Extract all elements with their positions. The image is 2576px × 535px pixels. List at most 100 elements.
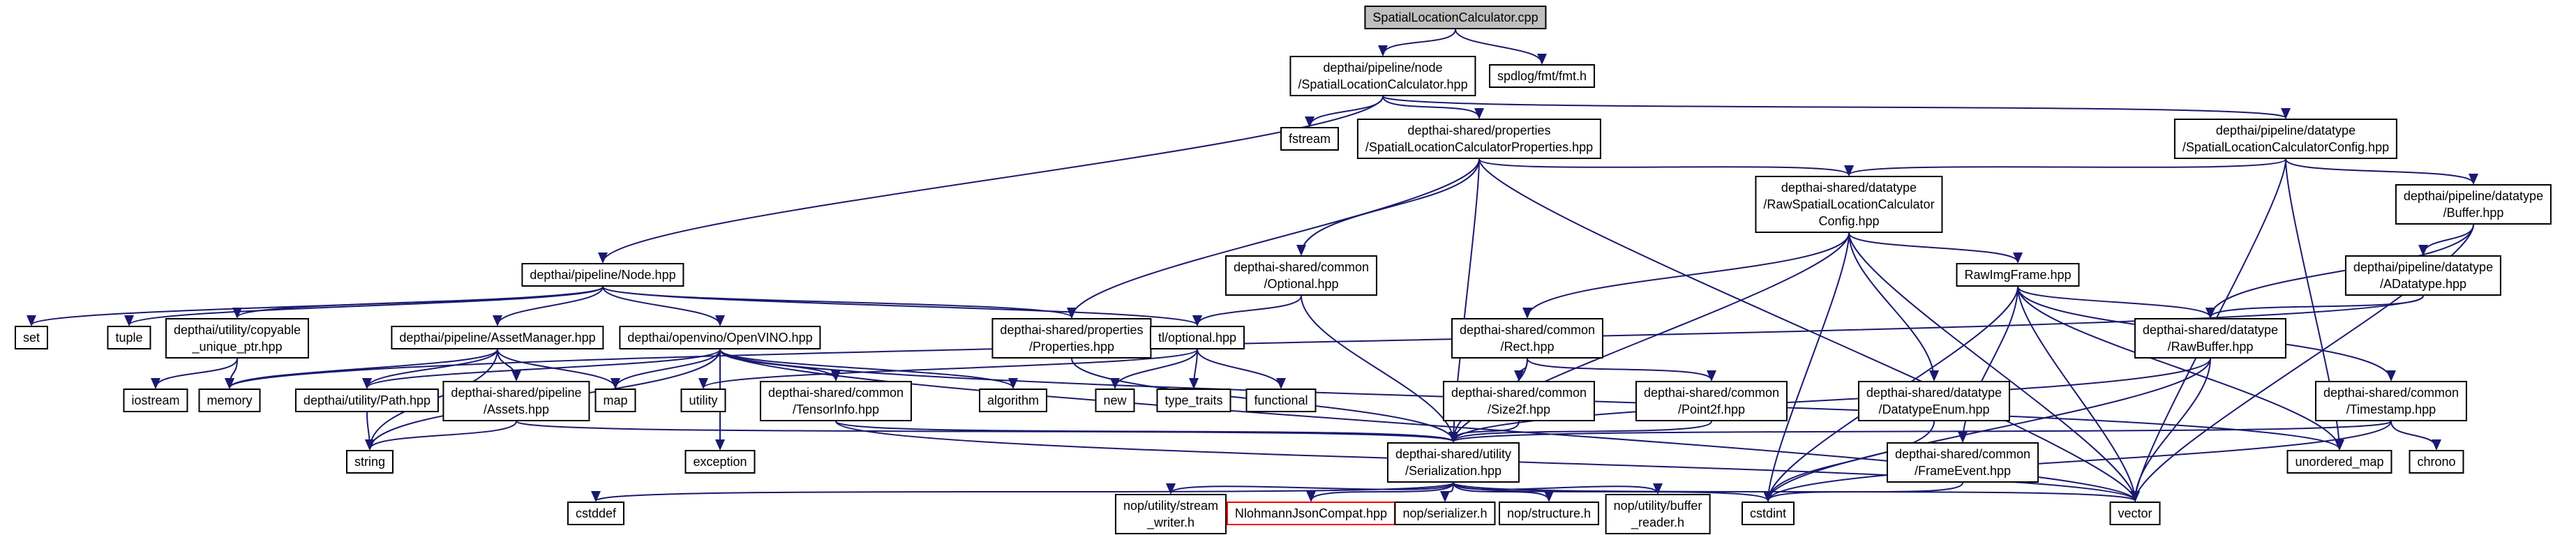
graph-node-fstream[interactable]: fstream [1280, 127, 1340, 151]
graph-edge-serialization-to-cstdint [1453, 482, 1773, 502]
graph-node-optional_common[interactable]: depthai-shared/common /Optional.hpp [1225, 255, 1378, 296]
graph-node-chrono[interactable]: chrono [2409, 450, 2464, 474]
graph-node-spdlog_fmt[interactable]: spdlog/fmt/fmt.h [1488, 64, 1596, 88]
graph-edge-rect-to-point2f [1527, 358, 1716, 382]
graph-edge-optional_common-to-tl_optional [1192, 295, 1302, 326]
graph-node-functional[interactable]: functional [1245, 389, 1317, 412]
graph-node-raw_buffer[interactable]: depthai-shared/datatype /RawBuffer.hpp [2134, 318, 2287, 359]
graph-node-buffer[interactable]: depthai/pipeline/datatype /Buffer.hpp [2395, 184, 2552, 225]
graph-edge-timestamp-to-cstdint [1763, 421, 2392, 502]
graph-edge-tensor_info-to-serialization [835, 421, 1458, 443]
graph-node-unordered_map[interactable]: unordered_map [2286, 450, 2392, 474]
graph-node-nop_stream_writer[interactable]: nop/utility/stream _writer.h [1114, 494, 1227, 534]
graph-node-openvino[interactable]: depthai/openvino/OpenVINO.hpp [619, 326, 821, 349]
graph-node-raw_img_frame[interactable]: RawImgFrame.hpp [1956, 263, 2080, 287]
graph-edge-node_hpp-to-tl_optional [602, 286, 1202, 326]
graph-edge-slc_config-to-buffer [2285, 158, 2478, 185]
graph-node-serialization[interactable]: depthai-shared/utility /Serialization.hp… [1386, 442, 1520, 483]
graph-node-properties[interactable]: depthai-shared/properties /Properties.hp… [991, 318, 1152, 359]
graph-node-tl_optional[interactable]: tl/optional.hpp [1149, 326, 1245, 349]
graph-node-cstddef[interactable]: cstddef [567, 502, 625, 525]
graph-node-nop_structure[interactable]: nop/structure.h [1498, 502, 1600, 525]
graph-node-copyable_unique_ptr[interactable]: depthai/utility/copyable _unique_ptr.hpp [165, 318, 310, 359]
graph-node-exception[interactable]: exception [684, 450, 756, 474]
graph-node-tuple[interactable]: tuple [107, 326, 151, 349]
graph-node-set[interactable]: set [14, 326, 49, 349]
graph-edge-slc_config-to-unordered_map [2285, 158, 2344, 451]
graph-edge-assets-to-serialization [516, 421, 1458, 443]
graph-node-type_traits[interactable]: type_traits [1156, 389, 1231, 412]
graph-edge-node_slc-to-slc_props [1382, 96, 1484, 119]
graph-edge-serialization-to-vector [1453, 482, 2140, 502]
graph-edge-serialization-to-nop_stream_writer [1166, 482, 1454, 495]
graph-node-rect[interactable]: depthai-shared/common /Rect.hpp [1451, 318, 1604, 359]
graph-node-vector[interactable]: vector [2109, 502, 2161, 525]
graph-node-node_slc[interactable]: depthai/pipeline/node /SpatialLocationCa… [1289, 56, 1476, 96]
graph-edge-datatype_enum-to-cstdint [1763, 421, 1935, 502]
graph-edge-slc_props-to-raw_slc_config [1478, 158, 1854, 176]
graph-node-slc_props[interactable]: depthai-shared/properties /SpatialLocati… [1356, 119, 1602, 159]
graph-edge-serialization-to-nlohmann_json_compat [1306, 482, 1454, 502]
graph-node-datatype_enum[interactable]: depthai-shared/datatype /DatatypeEnum.hp… [1857, 381, 2011, 421]
graph-node-asset_manager[interactable]: depthai/pipeline/AssetManager.hpp [391, 326, 604, 349]
graph-node-iostream[interactable]: iostream [123, 389, 188, 412]
graph-edge-node_slc-to-node_hpp [598, 96, 1384, 264]
graph-edge-optional_common-to-serialization [1301, 295, 1458, 443]
graph-edge-timestamp-to-chrono [2390, 421, 2441, 451]
graph-edge-node_slc-to-slc_config [1382, 96, 2291, 119]
graph-edge-asset_manager-to-map [497, 349, 620, 389]
graph-node-utility[interactable]: utility [680, 389, 726, 412]
graph-node-string[interactable]: string [345, 450, 394, 474]
graph-node-frame_event[interactable]: depthai-shared/common /FrameEvent.hpp [1886, 442, 2039, 483]
graph-edge-openvino-to-map [611, 349, 721, 389]
graph-edge-raw_slc_config-to-rect [1522, 232, 1850, 319]
graph-node-algorithm[interactable]: algorithm [978, 389, 1048, 412]
graph-edge-tl_optional-to-functional [1197, 349, 1286, 389]
graph-edge-raw_img_frame-to-frame_event [1958, 286, 2019, 443]
graph-node-nlohmann_json_compat[interactable]: NlohmannJsonCompat.hpp [1226, 502, 1396, 525]
graph-node-new[interactable]: new [1095, 389, 1135, 412]
graph-edge-openvino-to-path_hpp [362, 349, 721, 389]
graph-edge-raw_slc_config-to-datatype_enum [1848, 232, 1939, 382]
graph-edge-raw_buffer-to-cstdint [1763, 358, 2211, 502]
graph-node-slc_config[interactable]: depthai/pipeline/datatype /SpatialLocati… [2173, 119, 2398, 159]
graph-edge-tl_optional-to-type_traits [1189, 349, 1199, 389]
graph-edge-slc_config-to-raw_slc_config [1844, 158, 2286, 176]
graph-edge-assets-to-string [365, 421, 517, 451]
graph-edge-root-to-node_slc [1378, 29, 1456, 56]
graph-edge-tl_optional-to-new [1110, 349, 1198, 389]
graph-edge-raw_slc_config-to-raw_img_frame [1848, 232, 2023, 264]
graph-node-raw_slc_config[interactable]: depthai-shared/datatype /RawSpatialLocat… [1755, 176, 1943, 233]
graph-node-timestamp[interactable]: depthai-shared/common /Timestamp.hpp [2314, 381, 2468, 421]
graph-edge-raw_slc_config-to-vector [1848, 232, 2140, 502]
graph-edge-raw_img_frame-to-vector [2017, 286, 2140, 502]
graph-node-adatatype[interactable]: depthai/pipeline/datatype /ADatatype.hpp [2344, 255, 2502, 296]
graph-edge-serialization-to-nop_structure [1453, 482, 1554, 502]
graph-node-assets[interactable]: depthai-shared/pipeline /Assets.hpp [442, 381, 590, 421]
graph-node-node_hpp[interactable]: depthai/pipeline/Node.hpp [521, 263, 684, 287]
graph-node-path_hpp[interactable]: depthai/utility/Path.hpp [294, 389, 440, 412]
graph-edge-raw_img_frame-to-raw_buffer [2017, 286, 2215, 319]
graph-edge-openvino-to-algorithm [719, 349, 1018, 389]
graph-node-tensor_info[interactable]: depthai-shared/common /TensorInfo.hpp [759, 381, 913, 421]
graph-edge-asset_manager-to-assets [497, 349, 521, 382]
graph-node-nop_serializer[interactable]: nop/serializer.h [1394, 502, 1496, 525]
graph-edge-asset_manager-to-path_hpp [362, 349, 498, 389]
graph-edge-buffer-to-vector [2130, 224, 2474, 502]
graph-node-cstdint[interactable]: cstdint [1741, 502, 1795, 525]
graph-edge-node_hpp-to-asset_manager [493, 286, 604, 326]
graph-edge-serialization-to-cstddef [591, 482, 1454, 502]
graph-edge-slc_props-to-optional_common [1296, 158, 1480, 256]
graph-node-root[interactable]: SpatialLocationCalculator.cpp [1364, 6, 1547, 29]
graph-node-memory[interactable]: memory [198, 389, 261, 412]
graph-node-point2f[interactable]: depthai-shared/common /Point2f.hpp [1635, 381, 1788, 421]
graph-node-size2f[interactable]: depthai-shared/common /Size2f.hpp [1442, 381, 1596, 421]
graph-node-map[interactable]: map [594, 389, 636, 412]
graph-edge-timestamp-to-serialization [1448, 421, 2392, 443]
graph-edge-node_hpp-to-copyable_unique_ptr [232, 286, 604, 319]
graph-edge-tl_optional-to-utility [698, 349, 1198, 389]
graph-edge-buffer-to-raw_buffer [2206, 224, 2474, 319]
graph-edge-slc_props-to-properties [1067, 158, 1480, 319]
graph-node-nop_buffer_reader[interactable]: nop/utility/buffer _reader.h [1605, 494, 1711, 534]
